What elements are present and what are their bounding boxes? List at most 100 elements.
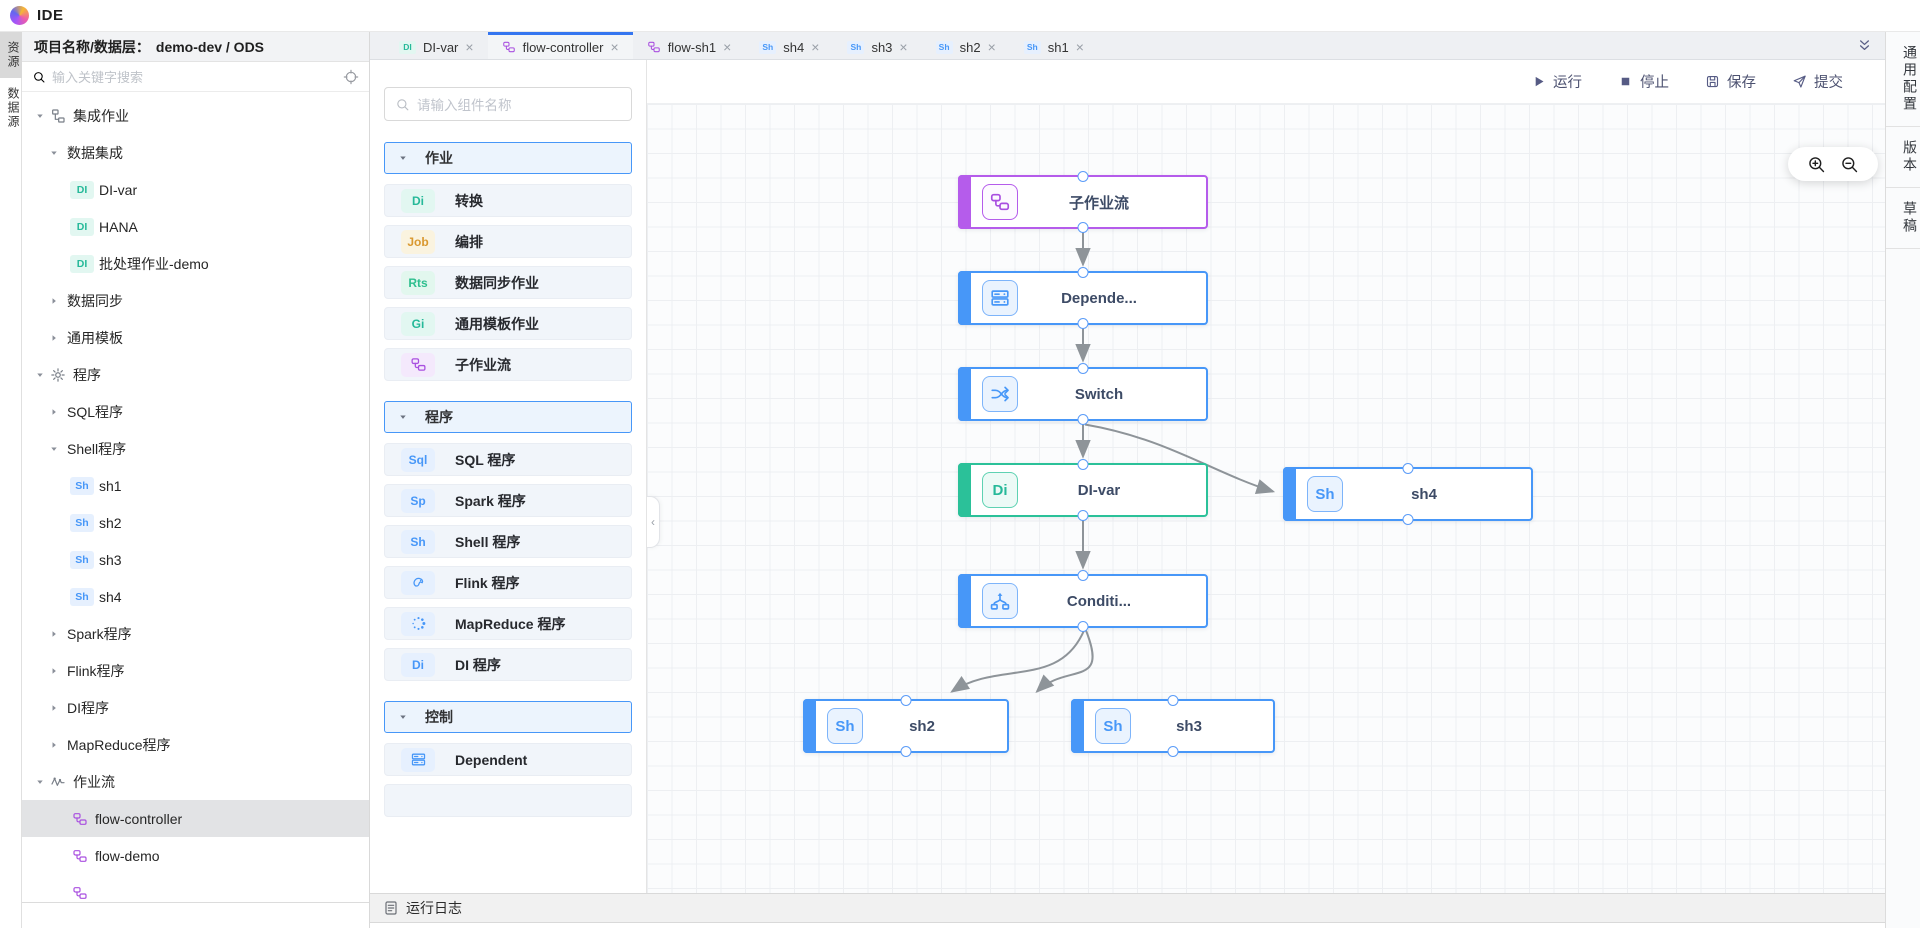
node-port-top[interactable] (1167, 695, 1179, 706)
tree-item-DI程序[interactable]: DI程序 (22, 689, 369, 726)
palette-section-控制[interactable]: 控制 (384, 701, 632, 733)
tree-item-flow-demo[interactable]: flow-demo (22, 837, 369, 874)
node-port-bottom[interactable] (1077, 414, 1089, 425)
node-port-top[interactable] (900, 695, 912, 706)
palette-item-Dependent[interactable]: Dependent (384, 743, 632, 776)
edge-switch-node-to-sh4-node[interactable] (1084, 423, 1276, 494)
zoom-in-icon[interactable] (1807, 155, 1826, 174)
tab-close-icon[interactable]: × (1075, 39, 1084, 55)
caret-right-icon[interactable] (46, 703, 62, 713)
tab-flow-sh1[interactable]: flow-sh1× (633, 32, 746, 59)
tree-item-数据同步[interactable]: 数据同步 (22, 282, 369, 319)
tab-close-icon[interactable]: × (723, 39, 732, 55)
locate-icon[interactable] (343, 69, 359, 85)
palette-item-DI 程序[interactable]: DiDI 程序 (384, 648, 632, 681)
caret-down-icon[interactable] (32, 111, 48, 121)
tree-item-Flink程序[interactable]: Flink程序 (22, 652, 369, 689)
right-rail-item-1[interactable]: 版本 (1886, 127, 1920, 188)
palette-item-子作业流[interactable]: 子作业流 (384, 348, 632, 381)
palette-collapse-handle[interactable]: ‹ (647, 496, 660, 548)
caret-right-icon[interactable] (46, 629, 62, 639)
dependent-node[interactable]: Depende... (958, 267, 1208, 329)
subflow-node[interactable]: 子作业流 (958, 171, 1208, 233)
node-port-bottom[interactable] (1077, 621, 1089, 632)
caret-down-icon[interactable] (32, 777, 48, 787)
caret-down-icon[interactable] (46, 148, 62, 158)
tree-item-程序[interactable]: 程序 (22, 356, 369, 393)
stop-button[interactable]: 停止 (1618, 71, 1669, 92)
caret-down-icon[interactable] (46, 444, 62, 454)
caret-down-icon[interactable] (32, 370, 48, 380)
tree-item-集成作业[interactable]: 集成作业 (22, 97, 369, 134)
tree-search[interactable]: 输入关键字搜索 (22, 62, 369, 92)
caret-right-icon[interactable] (46, 296, 62, 306)
palette-item-partial[interactable] (384, 784, 632, 817)
switch-node[interactable]: Switch (958, 363, 1208, 425)
node-port-bottom[interactable] (1167, 746, 1179, 757)
palette-section-作业[interactable]: 作业 (384, 142, 632, 174)
collapse-tabs-icon[interactable] (1856, 37, 1873, 54)
save-button[interactable]: 保存 (1705, 71, 1756, 92)
node-port-top[interactable] (1077, 267, 1089, 278)
run-button[interactable]: 运行 (1531, 71, 1582, 92)
tab-close-icon[interactable]: × (610, 39, 619, 55)
palette-item-SQL 程序[interactable]: SqlSQL 程序 (384, 443, 632, 476)
tree-item-flow-controller[interactable]: flow-controller (22, 800, 369, 837)
tab-close-icon[interactable]: × (465, 39, 474, 55)
node-port-top[interactable] (1077, 570, 1089, 581)
edge-condition-node-to-sh3-node[interactable] (1035, 630, 1094, 694)
edge-condition-node-to-sh2-node[interactable] (950, 630, 1085, 693)
left-rail-item-datasources[interactable]: 数据源 (6, 87, 20, 129)
tree-item-数据集成[interactable]: 数据集成 (22, 134, 369, 171)
node-port-bottom[interactable] (900, 746, 912, 757)
caret-right-icon[interactable] (46, 666, 62, 676)
node-port-bottom[interactable] (1077, 318, 1089, 329)
tree-item-SQL程序[interactable]: SQL程序 (22, 393, 369, 430)
tree-item-通用模板[interactable]: 通用模板 (22, 319, 369, 356)
tree-item-partial[interactable] (22, 874, 369, 902)
right-rail-item-0[interactable]: 通用配置 (1886, 32, 1920, 127)
run-log-bar[interactable]: 运行日志 (370, 893, 1885, 923)
component-search[interactable]: 请输入组件名称 (384, 87, 632, 121)
caret-right-icon[interactable] (46, 333, 62, 343)
node-port-top[interactable] (1402, 463, 1414, 474)
tab-close-icon[interactable]: × (811, 39, 820, 55)
palette-item-Flink 程序[interactable]: Flink 程序 (384, 566, 632, 599)
node-port-bottom[interactable] (1077, 510, 1089, 521)
node-port-bottom[interactable] (1402, 514, 1414, 525)
tab-close-icon[interactable]: × (987, 39, 996, 55)
right-rail-item-2[interactable]: 草稿 (1886, 188, 1920, 249)
zoom-out-icon[interactable] (1840, 155, 1859, 174)
palette-section-程序[interactable]: 程序 (384, 401, 632, 433)
tree-item-Spark程序[interactable]: Spark程序 (22, 615, 369, 652)
condition-node[interactable]: Conditi... (958, 570, 1208, 632)
palette-item-Shell 程序[interactable]: ShShell 程序 (384, 525, 632, 558)
submit-button[interactable]: 提交 (1792, 71, 1843, 92)
tree-item-MapReduce程序[interactable]: MapReduce程序 (22, 726, 369, 763)
node-port-top[interactable] (1077, 363, 1089, 374)
palette-item-MapReduce 程序[interactable]: MapReduce 程序 (384, 607, 632, 640)
tab-close-icon[interactable]: × (899, 39, 908, 55)
node-port-top[interactable] (1077, 459, 1089, 470)
tree-item-作业流[interactable]: 作业流 (22, 763, 369, 800)
